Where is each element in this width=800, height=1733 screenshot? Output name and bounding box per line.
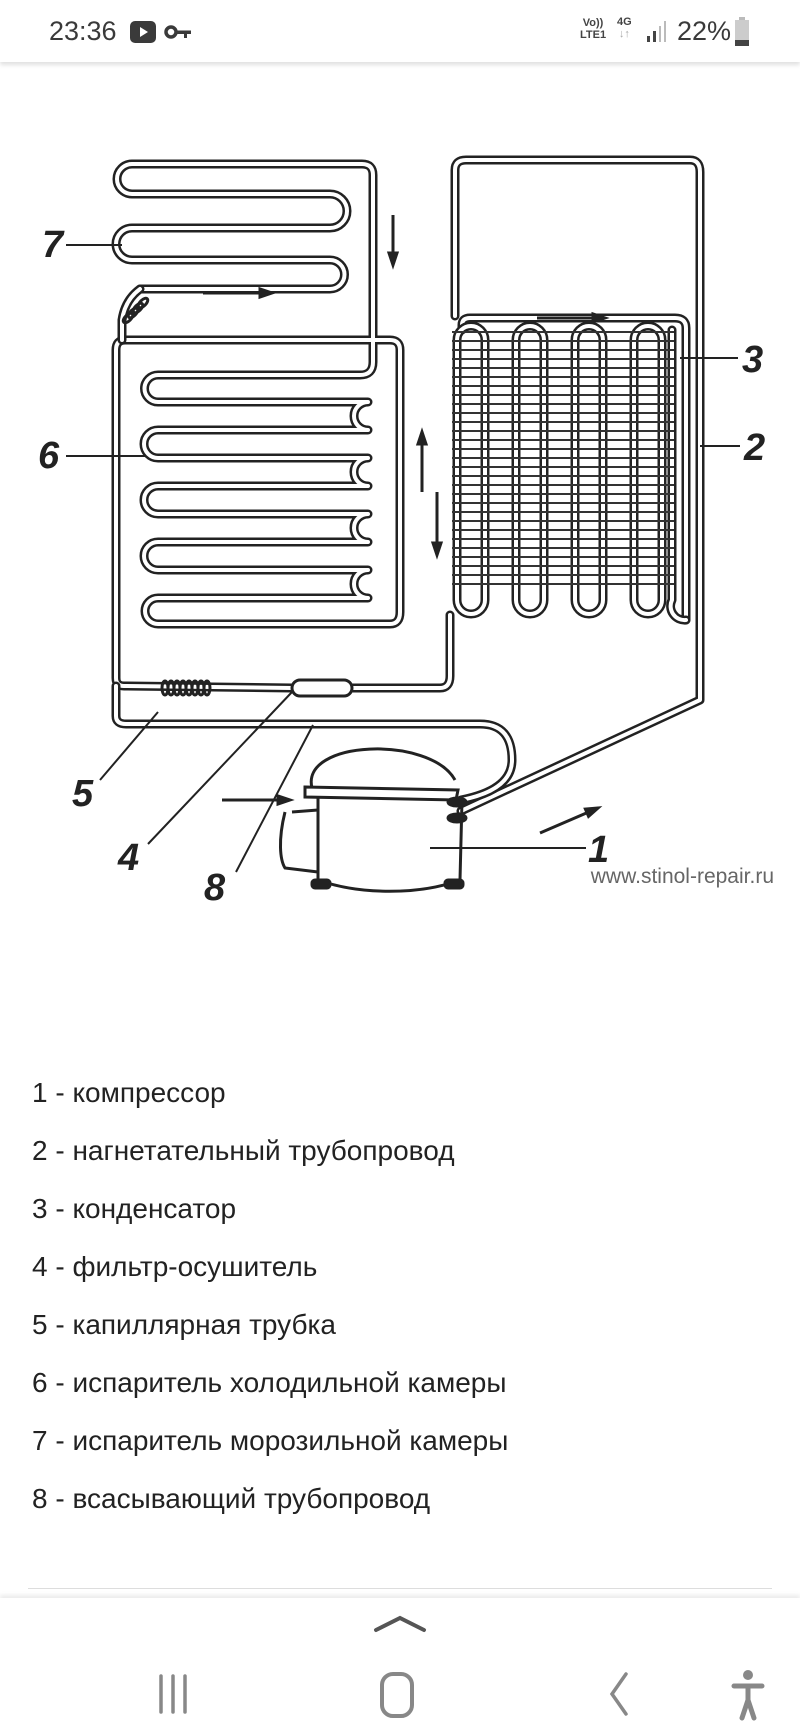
flow-arrow-head [386,251,400,270]
legend-item: 6 - испаритель холодильной камеры [32,1367,507,1398]
volte-label: Vo)) [582,17,604,29]
flow-arrow-head [258,286,277,300]
status-bar: 23:36 Vo)) LTE1 4G ↓↑ 22% [0,0,800,62]
label-3: 3 [742,339,763,381]
divider [28,1588,772,1589]
label-2: 2 [743,427,765,469]
label-5: 5 [72,773,94,815]
flow-arrow-head [415,427,429,446]
condenser-outlet [668,328,688,623]
label-7: 7 [42,224,65,266]
condenser-hairpin [573,324,605,616]
legend-item: 5 - капиллярная трубка [32,1309,336,1340]
suction-line [114,684,514,802]
navigation-bar [0,1598,800,1733]
label-1: 1 [588,829,609,871]
flow-arrow-head [583,806,603,819]
legend-item: 1 - компрессор [32,1077,226,1108]
capillary-coil-turn [131,301,145,315]
back-icon[interactable] [604,1670,634,1718]
volte-indicator: Vo)) LTE1 [580,17,606,41]
lte-label: LTE1 [580,29,607,41]
legend-item: 2 - нагнетательный трубопровод [32,1135,455,1166]
discharge-line [453,158,702,813]
capillary-coil [121,296,212,697]
flow-arrow-head [591,311,610,325]
network-type: 4G ↓↑ [617,16,632,40]
condenser-hairpin [514,324,546,616]
condenser-hairpin [570,321,608,619]
label-4: 4 [117,837,139,879]
youtube-icon [130,21,156,43]
filter-drier [290,678,354,698]
legend-item: 4 - фильтр-осушитель [32,1251,318,1282]
signal-icon [647,21,666,42]
condenser-hairpin [511,321,549,619]
refrigerator-diagram: 7 6 3 2 5 4 8 1 www.stinol-repair.ru [38,155,774,909]
legend-list: 1 - компрессор 2 - нагнетательный трубоп… [32,1064,508,1528]
capillary-coil-turn [136,296,150,310]
chevron-up-icon[interactable] [372,1610,428,1636]
evaporator-tube [114,162,402,690]
condenser-inlet-tube [350,613,452,690]
key-icon [164,25,191,39]
battery-percent: 22% [677,16,732,46]
label-6: 6 [38,435,60,477]
condenser-hairpin [455,324,487,616]
recents-icon[interactable] [155,1670,191,1718]
flow-arrow-head [430,541,444,560]
label-8: 8 [204,867,226,909]
condenser-hairpin [452,321,490,619]
home-icon[interactable] [376,1670,422,1718]
condenser-hairpin [632,324,664,616]
legend-item: 3 - конденсатор [32,1193,237,1224]
compressor-drawing [279,747,468,893]
status-time: 23:36 [49,16,117,46]
suction-line [111,681,517,805]
accessibility-icon[interactable] [730,1668,766,1722]
legend-item: 7 - испаритель морозильной камеры [32,1425,509,1456]
battery-icon [735,17,749,46]
capillary-coil-turn [126,306,140,320]
capillary-coil-turn [202,679,212,697]
watermark: www.stinol-repair.ru [590,865,774,888]
leader-lines [66,244,740,873]
condenser-hairpin [629,321,667,619]
network-type-label: 4G [617,16,632,28]
legend-item: 8 - всасывающий трубопровод [32,1483,431,1514]
flow-arrow-head [276,793,295,807]
capillary-coil-turn [121,311,135,325]
